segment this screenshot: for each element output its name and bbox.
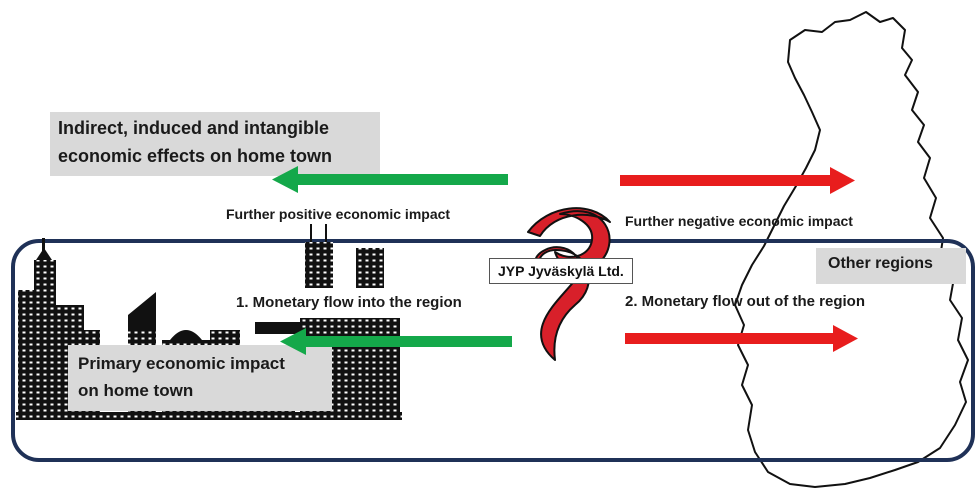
flow-out-label: 2. Monetary flow out of the region bbox=[625, 293, 865, 310]
positive-arrow-top bbox=[272, 166, 508, 193]
other-regions-box bbox=[816, 248, 966, 284]
indirect-effects-box bbox=[50, 112, 380, 176]
flow-in-label: 1. Monetary flow into the region bbox=[236, 294, 462, 311]
primary-impact-box bbox=[68, 345, 332, 411]
negative-arrow-bottom bbox=[625, 325, 858, 352]
indirect-effects-line2: economic effects on home town bbox=[58, 146, 333, 166]
positive-arrow-bottom bbox=[280, 328, 512, 355]
primary-impact-line2: on home town bbox=[78, 381, 194, 400]
indirect-effects-line1: Indirect, induced and intangible bbox=[58, 118, 330, 138]
further-negative-label: Further negative economic impact bbox=[625, 213, 853, 229]
primary-impact-line1: Primary economic impact bbox=[78, 354, 285, 373]
negative-arrow-top bbox=[620, 167, 855, 194]
other-regions-label: Other regions bbox=[828, 255, 933, 272]
further-positive-label: Further positive economic impact bbox=[226, 206, 451, 222]
company-label: JYP Jyväskylä Ltd. bbox=[489, 258, 633, 284]
